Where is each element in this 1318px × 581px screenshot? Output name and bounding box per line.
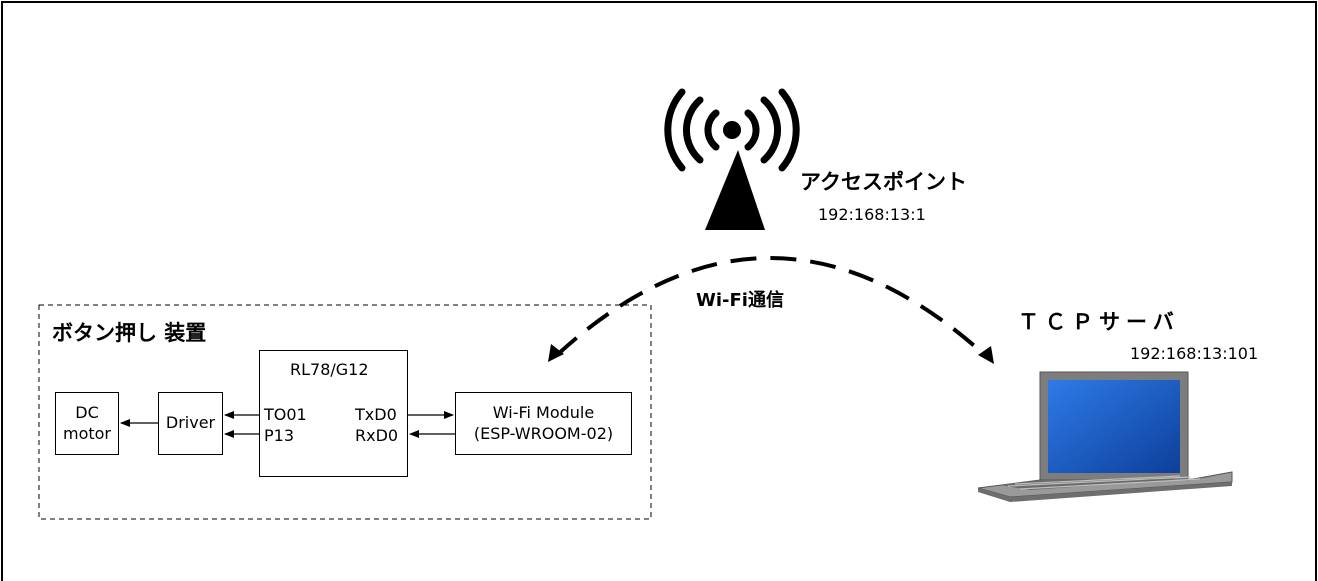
mcu-block <box>259 350 408 477</box>
pin-to01: TO01 <box>264 405 307 424</box>
arc-arrowhead-left <box>548 344 564 362</box>
pin-txd0: TxD0 <box>355 405 397 424</box>
wifi-module-block: Wi-Fi Module (ESP-WROOM-02) <box>455 392 632 455</box>
access-point-label: アクセスポイント <box>800 170 967 194</box>
wifi-link-label: Wi-Fi通信 <box>696 290 784 311</box>
wifi-link-arc <box>548 256 994 364</box>
dc-motor-label-line2: motor <box>62 423 111 443</box>
tcp-server-ip: 192:168:13:101 <box>1130 344 1259 363</box>
driver-label: Driver <box>165 413 216 433</box>
driver-block: Driver <box>158 392 223 455</box>
arc-arrowhead-right <box>978 346 994 364</box>
dc-motor-label-line1: DC <box>75 402 99 422</box>
tcp-server-label: ＴＣＰサーバ <box>1018 310 1180 334</box>
signal-arrows <box>120 411 455 438</box>
access-point-ip: 192:168:13:1 <box>818 205 926 224</box>
dc-motor-block: DC motor <box>55 392 119 455</box>
pin-rxd0: RxD0 <box>355 426 399 445</box>
pin-p13: P13 <box>264 426 295 445</box>
mcu-name: RL78/G12 <box>290 360 369 379</box>
device-boundary <box>38 304 652 520</box>
device-title: ボタン押し 装置 <box>52 321 207 345</box>
wireless-antenna-icon <box>664 88 800 230</box>
wifi-module-label-line2: (ESP-WROOM-02) <box>473 423 614 443</box>
laptop-icon <box>977 371 1233 502</box>
wifi-module-label-line1: Wi-Fi Module <box>492 402 595 422</box>
